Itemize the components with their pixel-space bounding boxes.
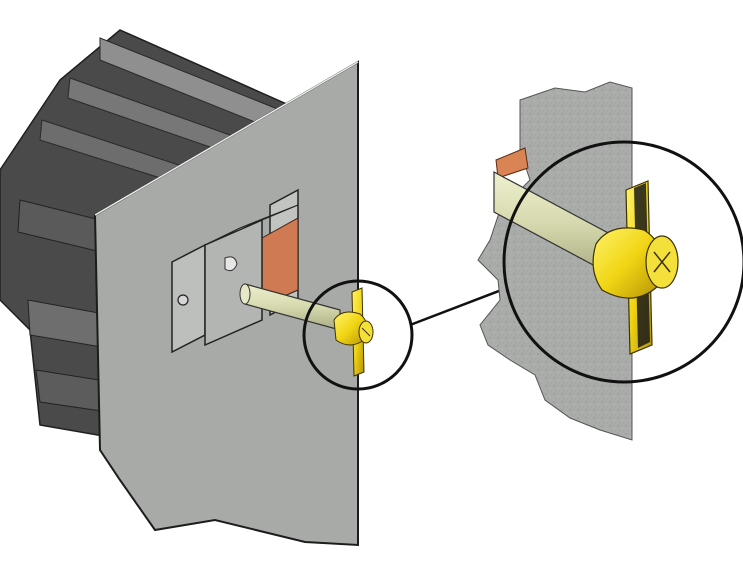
access-panel-top-edge xyxy=(94,61,359,216)
bracket-top xyxy=(204,204,299,246)
latch-main xyxy=(333,287,374,377)
mounting-bracket xyxy=(171,188,299,354)
detail-wall-section xyxy=(477,81,633,441)
bracket-flange xyxy=(171,243,206,354)
bracket-washer xyxy=(224,256,238,272)
callout-circle-large xyxy=(502,140,743,384)
callout-circle-small xyxy=(302,279,414,391)
latch-detail xyxy=(592,180,679,355)
bracket-screw xyxy=(177,294,189,306)
callout-leader-line xyxy=(409,284,513,327)
detail-view xyxy=(477,81,679,441)
detail-copper-strip xyxy=(495,147,529,179)
